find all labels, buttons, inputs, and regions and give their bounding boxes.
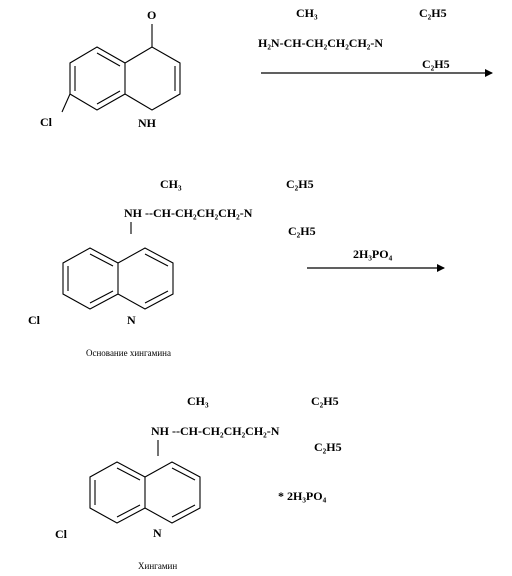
step2-c2h5-top-label: C₂H5 <box>286 177 314 191</box>
benzo-double-1 <box>96 52 121 67</box>
pyridone-ring <box>124 46 181 111</box>
step3-amine-chain: NH --CH-CH₂CH₂CH₂-N <box>151 424 280 438</box>
phosphoric-acid-reagent: 2H₃PO₄ <box>353 247 393 261</box>
step2-ch3-label: CH₃ <box>160 177 182 191</box>
quinolone-structure <box>61 24 181 113</box>
phosphate-salt-label: * 2H₃PO₄ <box>278 489 327 503</box>
step3-ch3-label: CH₃ <box>187 394 209 408</box>
step3-benzo-double-3 <box>116 504 141 518</box>
step2-benzo-double-1 <box>89 253 114 267</box>
step2-amine-chain: NH --CH-CH₂CH₂CH₂-N <box>124 206 253 220</box>
chlorine-label-2: Cl <box>28 313 41 327</box>
step2-pyridine-double-1 <box>144 253 169 267</box>
step3-nitrogen-label: N <box>153 526 162 540</box>
chloroquine-phosphate-structure <box>89 440 201 524</box>
chlorine-label-3: Cl <box>55 527 68 541</box>
step3-benzo-double-1 <box>116 467 141 481</box>
chloroquine-base-caption: Основание хингамина <box>86 348 171 358</box>
step2-benzo-double-3 <box>89 290 114 304</box>
nh-label: NH <box>138 116 157 130</box>
reagent-c2h5-top-label: C₂H5 <box>419 6 447 20</box>
step2-nitrogen-label: N <box>127 313 136 327</box>
reagent-amine-chain: H₂N-CH-CH₂CH₂CH₂-N <box>258 36 383 50</box>
step3-benzo-ring <box>89 461 146 524</box>
step2-benzo-ring <box>62 247 119 310</box>
step3-c2h5-bottom-label: C₂H5 <box>314 440 342 454</box>
chlorine-label-1: Cl <box>40 115 53 129</box>
chloroquine-base-structure <box>62 222 174 310</box>
step2-pyridine-ring <box>117 247 174 310</box>
step3-pyridine-double-1 <box>171 467 196 481</box>
reagent-ch3-label: CH₃ <box>296 6 318 20</box>
reagent-c2h5-bottom-label: C₂H5 <box>422 57 450 71</box>
step2-c2h5-bottom-label: C₂H5 <box>288 224 316 238</box>
benzo-double-3 <box>96 90 121 105</box>
chloro-bond <box>61 93 71 113</box>
chloroquine-caption: Хингамин <box>138 561 177 571</box>
step3-pyridine-double-2 <box>171 504 196 518</box>
step2-pyridine-double-2 <box>144 290 169 304</box>
ketone-oxygen-label: O <box>147 8 156 22</box>
benzo-ring <box>69 46 126 111</box>
step3-c2h5-top-label: C₂H5 <box>311 394 339 408</box>
step3-pyridine-ring <box>144 461 201 524</box>
